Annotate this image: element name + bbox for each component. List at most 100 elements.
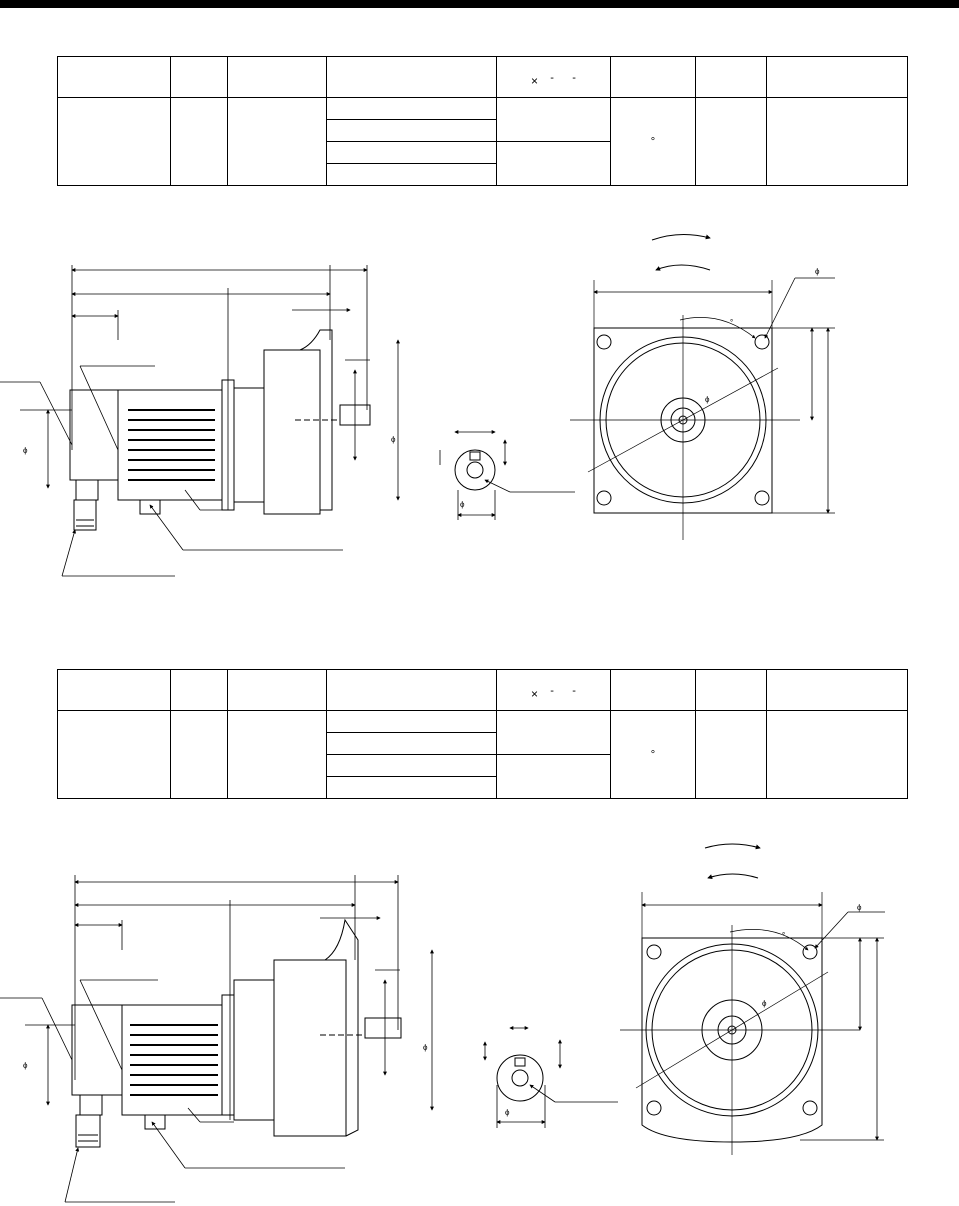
header-cell	[57, 56, 171, 98]
rotation-arrow-icon	[707, 874, 758, 880]
mounting-hole	[755, 491, 769, 505]
mounting-hole	[597, 335, 611, 349]
phi-label: ϕ	[762, 999, 767, 1008]
mounting-hole	[803, 1101, 817, 1115]
motor-drawing-1: ϕ ϕ	[0, 210, 959, 590]
output-shaft	[340, 405, 370, 425]
mounting-hole	[597, 491, 611, 505]
body-cell-angle: °	[610, 97, 696, 186]
body-cell	[695, 710, 767, 799]
body-cell	[496, 754, 611, 799]
connector	[76, 1115, 100, 1147]
body-cell	[766, 710, 908, 799]
header-cell	[610, 56, 696, 98]
body-cell	[326, 97, 497, 120]
body-cell	[496, 141, 611, 186]
tick-mark: -	[572, 72, 576, 84]
body-cell	[227, 710, 327, 799]
tick-mark: -	[550, 72, 554, 84]
mounting-hole	[647, 1101, 661, 1115]
gear-head	[274, 960, 346, 1136]
dimension-lines	[20, 265, 400, 510]
body-cell	[57, 97, 171, 186]
body-cell	[695, 97, 767, 186]
output-shaft	[365, 1018, 401, 1038]
body-cell	[326, 754, 497, 777]
tick-mark: -	[572, 685, 576, 697]
shaft-section-view	[440, 430, 575, 520]
phi-label: ϕ	[505, 1108, 510, 1117]
cable-boot	[80, 1095, 102, 1115]
gear-head	[264, 350, 320, 514]
mounting-hole	[647, 945, 661, 959]
leader-lines	[0, 980, 345, 1202]
header-cell	[766, 56, 908, 98]
rotation-arrow-icon	[705, 844, 761, 850]
motor-body	[118, 390, 222, 500]
body-cell	[496, 710, 611, 755]
multiply-symbol: ×	[531, 687, 539, 701]
header-cell	[695, 56, 767, 98]
body-cell	[326, 776, 497, 799]
phi-label: ϕ	[23, 446, 28, 455]
header-cell	[227, 669, 327, 711]
mounting-hole	[803, 945, 817, 959]
tick-mark: -	[550, 685, 554, 697]
connector	[74, 500, 96, 530]
encoder-cap	[72, 1005, 122, 1095]
cooling-fins	[128, 410, 215, 480]
header-cell	[610, 669, 696, 711]
body-cell	[326, 732, 497, 755]
body-cell	[496, 97, 611, 142]
phi-label: ϕ	[423, 1043, 428, 1052]
header-cell-ratio: × - -	[496, 669, 611, 711]
terminal-box	[140, 500, 160, 514]
phi-label: ϕ	[705, 395, 710, 404]
cable-boot	[76, 480, 98, 500]
front-view	[570, 278, 835, 540]
header-cell	[326, 669, 497, 711]
body-cell	[227, 97, 327, 186]
header-cell	[57, 669, 171, 711]
body-cell	[326, 163, 497, 186]
header-cell-ratio: × - -	[496, 56, 611, 98]
header-cell	[766, 669, 908, 711]
body-cell	[170, 97, 228, 186]
motor-drawing-2: ϕ ϕ	[0, 830, 959, 1206]
shaft-section-view	[483, 1026, 618, 1128]
output-flange	[300, 330, 332, 510]
output-flange	[325, 920, 358, 1136]
multiply-symbol: ×	[531, 74, 539, 88]
terminal-box	[145, 1115, 165, 1129]
spec-table-1: × - - °	[57, 56, 908, 186]
body-cell-angle: °	[610, 710, 696, 799]
motor-body	[122, 1005, 222, 1115]
phi-label: ϕ	[391, 435, 396, 444]
header-cell	[170, 56, 228, 98]
body-cell	[766, 97, 908, 186]
body-cell	[326, 141, 497, 164]
degree-symbol: °	[650, 135, 656, 148]
phi-label: ϕ	[23, 1061, 28, 1070]
body-cell	[326, 710, 497, 733]
header-bar	[0, 0, 959, 8]
rotation-arrow-icon	[655, 265, 710, 271]
body-cell	[326, 119, 497, 142]
phi-label: ϕ	[815, 267, 820, 276]
header-cell	[170, 669, 228, 711]
leader-lines	[0, 366, 343, 576]
header-cell	[227, 56, 327, 98]
rotation-arrow-icon	[652, 234, 711, 240]
body-cell	[170, 710, 228, 799]
mounting-hole	[755, 335, 769, 349]
degree-label: °	[782, 931, 785, 940]
body-cell	[57, 710, 171, 799]
degree-label: °	[730, 318, 733, 327]
cooling-fins	[130, 1025, 218, 1095]
phi-label: ϕ	[460, 500, 465, 509]
header-cell	[695, 669, 767, 711]
front-view	[620, 892, 885, 1155]
spec-table-2: × - - °	[57, 669, 908, 799]
adapter-flange	[222, 995, 234, 1115]
phi-label: ϕ	[857, 903, 862, 912]
